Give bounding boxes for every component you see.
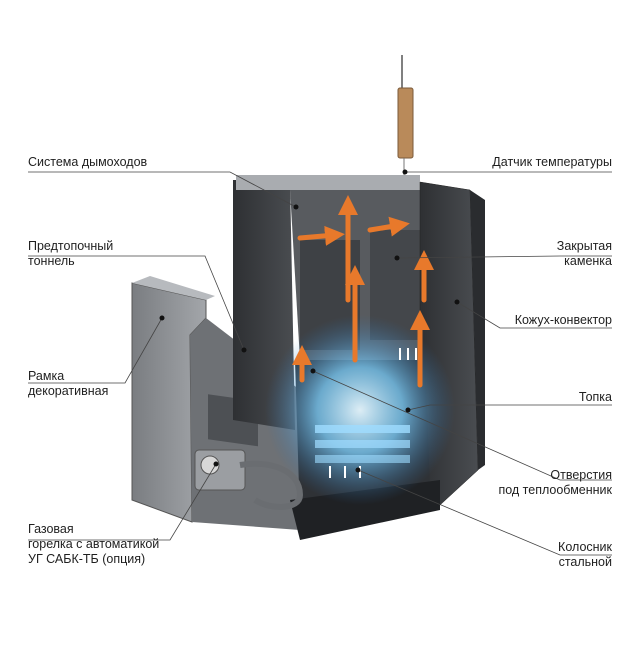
- label-steel-grate: Колосник стальной: [558, 540, 612, 569]
- white-air-arrows: [329, 348, 417, 478]
- label-gas-burner: Газовая горелка с автоматикой УГ САБК-ТБ…: [28, 522, 160, 566]
- leader-dots: [159, 169, 460, 473]
- label-heat-exchanger-holes: Отверстия под теплообменник: [498, 468, 612, 497]
- label-decorative-frame: Рамка декоративная: [28, 369, 109, 398]
- gas-burner: [194, 449, 304, 510]
- label-convector-casing: Кожух-конвектор: [514, 313, 612, 327]
- label-temperature-sensor: Датчик температуры: [492, 155, 612, 169]
- airflow-arrows: [292, 195, 434, 388]
- label-pre-firebox-tunnel: Предтопочный тоннель: [28, 239, 114, 268]
- label-firebox: Топка: [578, 390, 612, 404]
- label-closed-heater: Закрытая каменка: [556, 239, 612, 268]
- steel-grate: [315, 425, 410, 463]
- leader-lines: [28, 171, 612, 556]
- label-chimney-system: Система дымоходов: [28, 155, 148, 169]
